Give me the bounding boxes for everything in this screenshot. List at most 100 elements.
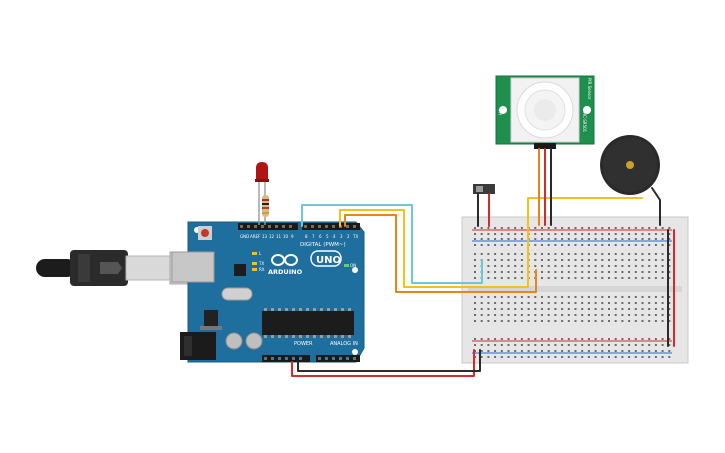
wire-gnd [297, 349, 481, 372]
breadboard-hole [661, 227, 664, 229]
breadboard-hole [648, 308, 651, 310]
breadboard-hole [587, 308, 590, 310]
breadboard-hole [648, 277, 651, 279]
breadboard-hole [527, 350, 530, 352]
breadboard-hole [534, 308, 537, 310]
breadboard-hole [480, 244, 483, 246]
breadboard-hole [514, 302, 517, 304]
breadboard-hole [581, 308, 584, 310]
breadboard-hole [654, 277, 657, 279]
breadboard-hole [561, 265, 564, 267]
breadboard-hole [474, 302, 476, 304]
breadboard-hole [487, 320, 490, 322]
breadboard-hole [514, 277, 517, 279]
arduino-logo: ARDUINO UNO [268, 250, 342, 276]
breadboard-hole [547, 253, 550, 255]
breadboard-hole [574, 277, 577, 279]
breadboard-hole [608, 308, 610, 310]
wire-5v [291, 349, 475, 377]
breadboard-hole [628, 320, 631, 322]
breadboard-hole [554, 356, 557, 358]
breadboard-hole [594, 356, 597, 358]
breadboard-hole [581, 265, 584, 267]
breadboard-hole [494, 253, 497, 255]
breadboard-hole [614, 350, 617, 352]
breadboard-hole [634, 338, 637, 340]
breadboard-hole [500, 244, 503, 246]
breadboard-hole [561, 314, 564, 316]
breadboard-hole [554, 320, 557, 322]
breadboard-hole [641, 308, 644, 310]
breadboard-hole [587, 302, 590, 304]
breadboard-hole [534, 356, 537, 358]
breadboard-hole [474, 344, 476, 346]
reset-button[interactable] [201, 229, 209, 237]
breadboard-hole [601, 356, 604, 358]
breadboard-hole [487, 344, 490, 346]
arduino-model: UNO [316, 255, 341, 266]
breadboard-hole [608, 350, 610, 352]
breadboard-hole [634, 296, 637, 298]
breadboard-hole [648, 238, 651, 240]
breadboard-hole [547, 350, 550, 352]
breadboard-hole [507, 314, 510, 316]
breadboard-hole [654, 338, 657, 340]
breadboard-hole [608, 238, 610, 240]
breadboard-hole [641, 277, 644, 279]
breadboard-hole [614, 314, 617, 316]
breadboard-hole [534, 253, 537, 255]
breadboard-hole [608, 302, 610, 304]
breadboard-hole [634, 277, 637, 279]
svg-text:13: 13 [262, 234, 268, 239]
breadboard-hole [520, 233, 523, 235]
breadboard-hole [648, 302, 651, 304]
breadboard-hole [487, 356, 490, 358]
breadboard-hole [487, 296, 490, 298]
breadboard-hole [621, 259, 624, 261]
breadboard-hole [567, 314, 570, 316]
breadboard-hole [668, 356, 671, 358]
breadboard-hole [507, 238, 510, 240]
breadboard-hole [500, 350, 503, 352]
breadboard-hole [574, 244, 577, 246]
breadboard-hole [507, 296, 510, 298]
digital-label: DIGITAL (PWM~) [300, 242, 346, 248]
breadboard-hole [574, 344, 577, 346]
breadboard-hole [514, 350, 517, 352]
breadboard-hole [520, 277, 523, 279]
breadboard-hole [668, 296, 671, 298]
breadboard-hole [661, 314, 664, 316]
breadboard-hole [634, 233, 637, 235]
breadboard-hole [487, 271, 490, 273]
breadboard-hole [534, 350, 537, 352]
breadboard-hole [668, 277, 671, 279]
pir-right-sub: HC-SR501 [582, 112, 587, 133]
breadboard-hole [567, 277, 570, 279]
led-rx-indicator [252, 268, 257, 271]
breadboard-hole [594, 265, 597, 267]
breadboard-hole [628, 227, 631, 229]
breadboard-hole [641, 253, 644, 255]
breadboard-hole [634, 271, 637, 273]
breadboard-hole [547, 338, 550, 340]
breadboard-hole [668, 320, 671, 322]
breadboard-hole [621, 233, 624, 235]
breadboard-hole [648, 296, 651, 298]
breadboard-hole [520, 244, 523, 246]
svg-text:12: 12 [269, 234, 275, 239]
breadboard-hole [474, 233, 476, 235]
breadboard-hole [601, 244, 604, 246]
wire-yellow [339, 197, 643, 288]
breadboard-hole [587, 356, 590, 358]
breadboard-hole [581, 302, 584, 304]
svg-text:2: 2 [347, 234, 350, 239]
breadboard-hole [561, 233, 564, 235]
slide-switch[interactable] [473, 184, 495, 194]
breadboard-hole [527, 338, 530, 340]
breadboard-hole [507, 320, 510, 322]
breadboard-hole [561, 227, 564, 229]
svg-text:11: 11 [276, 234, 282, 239]
breadboard-hole [641, 271, 644, 273]
breadboard-hole [608, 253, 610, 255]
